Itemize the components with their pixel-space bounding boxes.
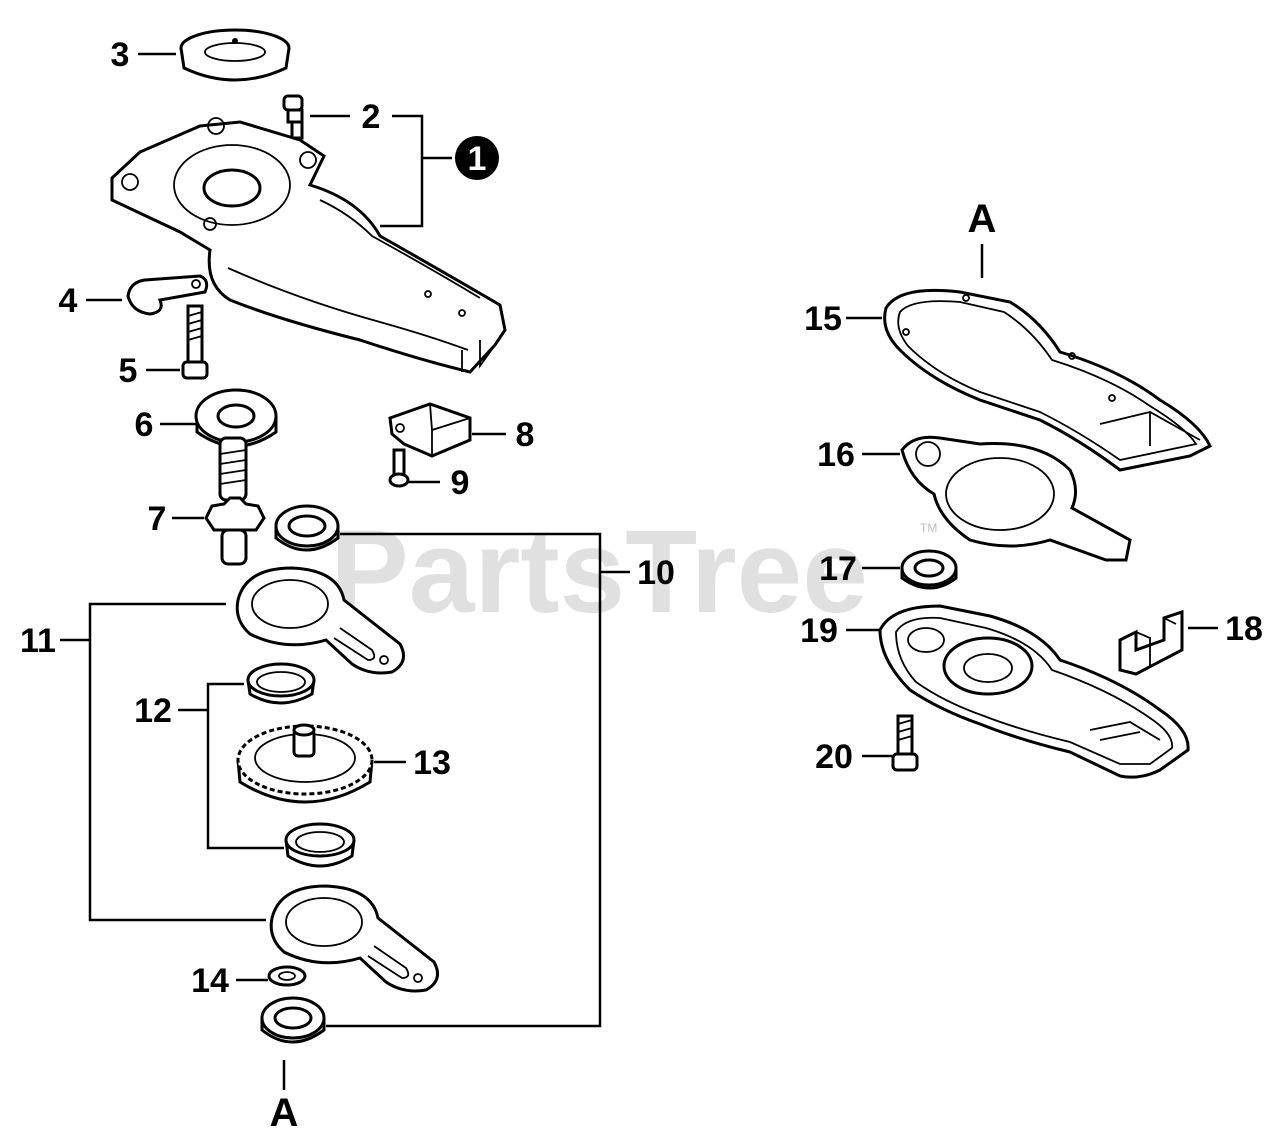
callout-11: 11	[20, 622, 56, 660]
part-9-screw	[388, 448, 410, 488]
callout-6: 6	[135, 406, 154, 444]
callout-4: 4	[59, 282, 78, 320]
part-13-gear	[236, 723, 374, 804]
part-19-gear-case-cover	[878, 604, 1190, 779]
callout-13: 13	[413, 744, 451, 782]
part-11-plate-bottom	[269, 884, 440, 993]
part-18-u-bracket	[1118, 609, 1184, 676]
part-14-washer	[267, 965, 307, 987]
callout-14: 14	[191, 962, 229, 1000]
callout-7: 7	[148, 500, 167, 538]
part-1-gear-housing	[110, 117, 507, 374]
callout-2: 2	[362, 98, 381, 136]
part-2-grease-fitting	[282, 94, 304, 140]
callout-15: 15	[804, 300, 842, 338]
callout-18: 18	[1225, 610, 1263, 648]
callout-18-19-left: 19	[800, 612, 838, 650]
part-12-needle-bearing-bottom	[284, 822, 356, 868]
leader-lines	[60, 52, 1218, 1090]
part-5-bolt	[181, 304, 209, 380]
part-16-gasket	[900, 435, 1132, 562]
part-17-bearing	[900, 549, 958, 590]
part-4-clamp	[126, 274, 209, 316]
connector-a-left: A	[270, 1091, 299, 1135]
part-20-bolt	[891, 714, 919, 772]
callout-12: 12	[134, 692, 172, 730]
part-15-gasket	[883, 288, 1212, 472]
callout-9: 9	[451, 464, 470, 502]
callout-8: 8	[516, 416, 535, 454]
callout-20: 20	[815, 738, 853, 776]
callout-16: 16	[817, 436, 855, 474]
callout-10: 10	[637, 554, 675, 592]
assembly-badge-1	[455, 136, 499, 180]
part-12-needle-bearing-top	[246, 662, 316, 705]
part-8-bracket	[388, 402, 472, 458]
part-10-bearing-bottom	[260, 996, 326, 1044]
callout-3: 3	[111, 36, 130, 74]
callout-17: 17	[819, 550, 857, 588]
part-10-bearing-top	[274, 504, 340, 552]
part-3-cup	[179, 28, 291, 82]
connector-a-right: A	[968, 197, 997, 241]
part-7-pinion-shaft	[204, 436, 266, 566]
callout-5: 5	[119, 352, 138, 390]
watermark-trademark: TM	[920, 521, 937, 535]
callout-1: 1	[468, 140, 487, 178]
part-11-plate-top	[235, 566, 406, 675]
